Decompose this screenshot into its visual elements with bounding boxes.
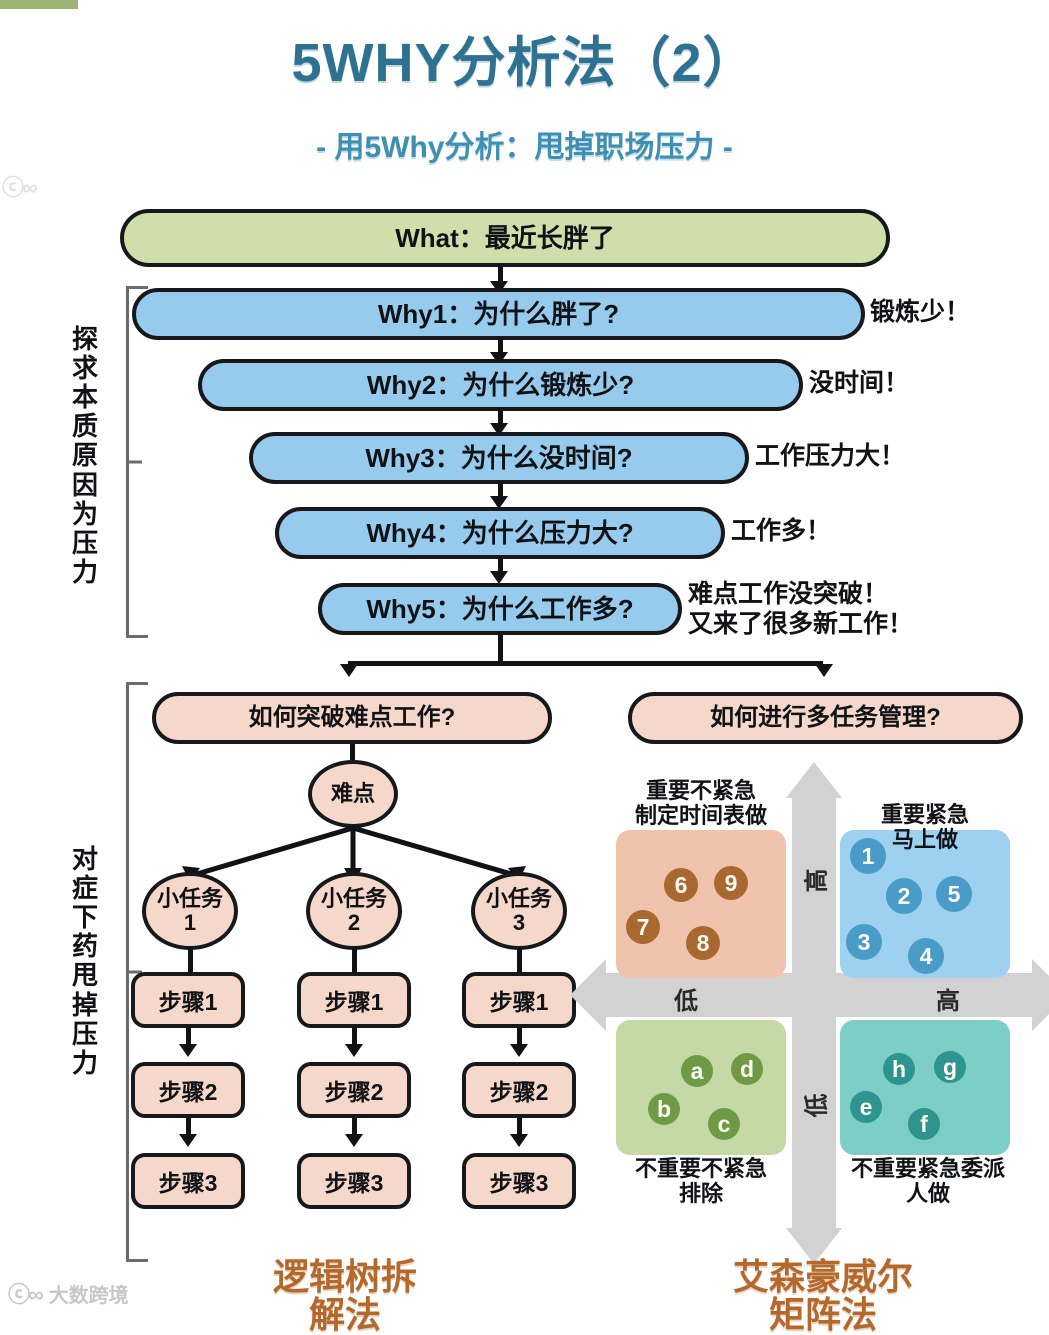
connector-task2-step1	[352, 948, 357, 972]
connector-t2-s2-s3	[352, 1118, 357, 1140]
bracket-lower	[112, 682, 150, 1262]
axis-tick-low-vertical: 低	[803, 1093, 831, 1118]
tree-task-1-step-2: 步骤2	[131, 1062, 245, 1118]
axis-arrow-down-icon	[786, 1228, 842, 1264]
tree-task-1: 小任务 1	[142, 872, 238, 950]
matrix-token: 6	[664, 868, 698, 902]
axis-tick-high-horizontal: 高	[936, 988, 960, 1015]
tree-task-3-step-1: 步骤1	[462, 972, 576, 1028]
matrix-token: 2	[886, 878, 922, 914]
arrow-t2-s1-s2	[345, 1044, 363, 1057]
connector-why4-why5	[498, 559, 503, 577]
matrix-token: g	[934, 1051, 966, 1083]
caption-logic-tree: 逻辑树拆 解法	[272, 1256, 417, 1335]
matrix-token: 5	[936, 876, 972, 912]
bracket-lower-label: 对症下药甩掉压力	[71, 844, 98, 1078]
connector-header-root	[350, 744, 355, 760]
arrow-t1-s2-s3	[179, 1134, 197, 1147]
matrix-token: 8	[686, 926, 720, 960]
connector-what-why1	[498, 267, 503, 286]
why3-box: Why3：为什么没时间?	[249, 432, 749, 484]
tree-task-2-step-2: 步骤2	[297, 1062, 411, 1118]
arrow-split-left	[340, 664, 358, 677]
connector-why3-why4	[498, 484, 503, 502]
tree-task-2: 小任务 2	[306, 872, 402, 950]
connector-task3-step1	[517, 948, 522, 972]
why2-answer: 没时间！	[809, 369, 910, 397]
quadrant-label-not-important-urgent: 不重要紧急委派 人做	[850, 1156, 1005, 1207]
watermark-logo-icon: ⓒ∞	[2, 175, 38, 200]
tree-task-3: 小任务 3	[471, 872, 567, 950]
matrix-token: 1	[850, 838, 886, 874]
arrow-t3-s1-s2	[510, 1044, 528, 1057]
bracket-upper	[112, 286, 150, 638]
branch-right-header: 如何进行多任务管理?	[628, 692, 1023, 744]
arrow-why4-why5	[490, 571, 508, 584]
why1-box: Why1：为什么胖了?	[132, 288, 865, 340]
matrix-token: 9	[714, 866, 748, 900]
watermark-secondary: ⓒ∞	[2, 170, 38, 202]
arrow-t1-s1-s2	[179, 1044, 197, 1057]
connector-why5-split	[498, 635, 503, 663]
watermark-logo-icon: ⓒ∞	[8, 1282, 44, 1307]
tree-task-1-step-3: 步骤3	[131, 1153, 245, 1209]
connector-t3-s2-s3	[517, 1118, 522, 1140]
matrix-token: f	[908, 1108, 940, 1140]
tree-task-2-step-1: 步骤1	[297, 972, 411, 1028]
connector-task1-step1	[188, 948, 193, 972]
tree-task-3-step-3: 步骤3	[462, 1153, 576, 1209]
why4-box: Why4：为什么压力大?	[275, 507, 725, 559]
tree-task-3-step-2: 步骤2	[462, 1062, 576, 1118]
matrix-token: 7	[626, 910, 660, 944]
axis-arrow-up-icon	[786, 762, 842, 798]
matrix-token: e	[850, 1091, 882, 1123]
why2-box: Why2：为什么锻炼少?	[198, 359, 803, 411]
what-box: What：最近长胖了	[120, 209, 890, 267]
axis-tick-high-vertical: 高	[803, 868, 831, 893]
matrix-token: b	[648, 1093, 680, 1125]
matrix-token: h	[883, 1053, 915, 1085]
bracket-upper-label: 探求本质原因为压力	[71, 324, 98, 587]
matrix-token: a	[681, 1055, 713, 1087]
quadrant-label-not-important-not-urgent: 不重要不紧急 排除	[634, 1156, 767, 1207]
page-subtitle: - 用5Why分析：甩掉职场压力 -	[316, 131, 733, 164]
connector-t1-s2-s3	[186, 1118, 191, 1140]
matrix-token: c	[708, 1108, 740, 1140]
quadrant-label-important-urgent: 重要紧急 马上做	[880, 802, 969, 853]
connector-t3-s1-s2	[517, 1028, 522, 1050]
arrow-split-right	[815, 664, 833, 677]
matrix-horizontal-axis	[604, 973, 1032, 1017]
quadrant-label-important-not-urgent: 重要不紧急 制定时间表做	[634, 778, 767, 829]
why1-answer: 锻炼少！	[870, 298, 971, 326]
why4-answer: 工作多！	[731, 517, 832, 545]
tree-task-1-step-1: 步骤1	[131, 972, 245, 1028]
eisenhower-matrix: 重要不紧急 制定时间表做 重要紧急 马上做 不重要不紧急 排除 不重要紧急委派 …	[570, 762, 1049, 1264]
branch-left-header: 如何突破难点工作?	[152, 692, 552, 744]
page-title: 5WHY分析法（2）	[291, 33, 758, 93]
quadrant-not-important-not-urgent	[616, 1020, 786, 1155]
connector-why2-why3	[498, 411, 503, 429]
why5-answer: 难点工作没突破！ 又来了很多新工作！	[688, 580, 914, 638]
top-accent-bar	[0, 0, 78, 9]
matrix-token: d	[731, 1053, 763, 1085]
connector-split-horizontal	[348, 661, 823, 666]
watermark: ⓒ∞ 大数跨境	[8, 1277, 129, 1309]
connector-t1-s1-s2	[186, 1028, 191, 1050]
arrow-t2-s2-s3	[345, 1134, 363, 1147]
axis-arrow-left-icon	[570, 959, 606, 1031]
tree-task-2-step-3: 步骤3	[297, 1153, 411, 1209]
axis-tick-low-horizontal: 低	[674, 988, 698, 1015]
arrow-why3-why4	[490, 496, 508, 509]
why5-box: Why5：为什么工作多?	[318, 583, 682, 635]
why3-answer: 工作压力大！	[755, 442, 906, 470]
tree-root: 难点	[308, 760, 398, 828]
axis-arrow-right-icon	[1032, 959, 1049, 1031]
watermark-text: 大数跨境	[48, 1284, 129, 1307]
arrow-t3-s2-s3	[510, 1134, 528, 1147]
matrix-token: 3	[846, 924, 882, 960]
matrix-token: 4	[908, 938, 944, 974]
caption-eisenhower: 艾森豪威尔 矩阵法	[732, 1256, 913, 1335]
connector-t2-s1-s2	[352, 1028, 357, 1050]
connector-why1-why2	[498, 340, 503, 358]
